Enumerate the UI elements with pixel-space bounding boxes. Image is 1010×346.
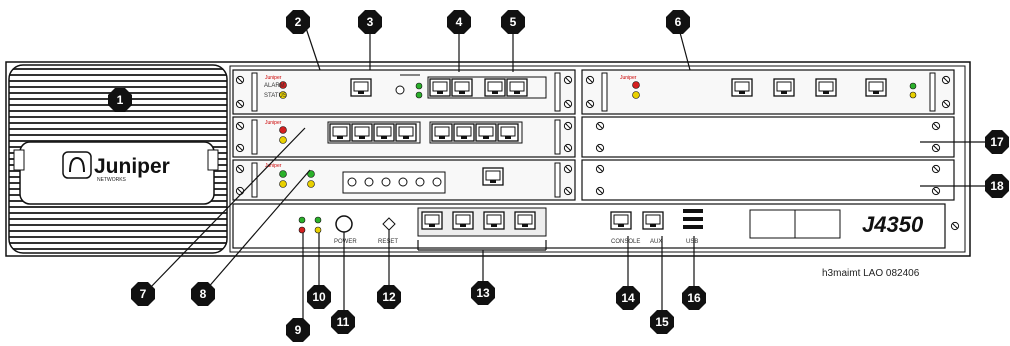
callout-4: 4: [447, 10, 471, 34]
svg-text:16: 16: [687, 291, 701, 305]
svg-text:Juniper: Juniper: [265, 163, 282, 169]
brand-subtitle: NETWORKS: [97, 177, 127, 183]
svg-text:12: 12: [382, 290, 396, 304]
juniper-logo-icon: [62, 151, 92, 179]
callout-3: 3: [358, 10, 382, 34]
svg-text:STATUS: STATUS: [264, 93, 287, 99]
front-bezel: Juniper NETWORKS: [8, 64, 228, 254]
svg-text:7: 7: [140, 287, 147, 301]
pim-slot-4: Juniper: [581, 69, 955, 115]
svg-text:ALARM: ALARM: [264, 83, 285, 89]
callout-2: 2: [286, 10, 310, 34]
svg-text:5: 5: [510, 15, 517, 29]
callout-10: 10: [307, 285, 331, 309]
callout-12: 12: [377, 285, 401, 309]
aux-label: AUX: [650, 239, 662, 245]
callout-17: 17: [985, 130, 1009, 154]
power-button[interactable]: [335, 215, 353, 233]
blank-slot-17: [581, 116, 955, 158]
svg-text:8: 8: [200, 287, 207, 301]
callout-7: 7: [131, 282, 155, 306]
bottom-panel: POWER RESET CONSOLE AUX USB J4350: [232, 203, 960, 249]
pim-slot-1: Juniper ALARM STATUS: [232, 69, 576, 115]
svg-text:9: 9: [295, 323, 302, 337]
svg-text:1: 1: [117, 93, 124, 107]
blank-slot-18: [581, 159, 955, 201]
svg-text:17: 17: [990, 135, 1004, 149]
svg-text:6: 6: [675, 15, 682, 29]
callout-5: 5: [501, 10, 525, 34]
svg-text:18: 18: [990, 179, 1004, 193]
svg-text:4: 4: [456, 15, 463, 29]
callout-9: 9: [286, 318, 310, 342]
power-label: POWER: [334, 239, 357, 245]
pim-slot-3: Juniper: [232, 159, 576, 201]
pim-slot-2: Juniper: [232, 116, 576, 158]
svg-text:13: 13: [476, 286, 490, 300]
ground-screw-icon: [950, 221, 960, 231]
callout-8: 8: [191, 282, 215, 306]
brand-name: Juniper: [94, 155, 170, 178]
svg-text:15: 15: [655, 315, 669, 329]
svg-text:3: 3: [367, 15, 374, 29]
callout-13: 13: [471, 281, 495, 305]
reset-label: RESET: [378, 239, 398, 245]
console-label: CONSOLE: [611, 239, 640, 245]
callout-16: 16: [682, 286, 706, 310]
usb-label: USB: [686, 239, 698, 245]
callout-6: 6: [666, 10, 690, 34]
callout-1: 1: [108, 88, 132, 112]
svg-text:Juniper: Juniper: [620, 75, 637, 81]
callout-18: 18: [985, 174, 1009, 198]
model-label: J4350: [862, 212, 924, 237]
caption: h3maimt LAO 082406: [822, 268, 920, 279]
callout-15: 15: [650, 310, 674, 334]
svg-text:Juniper: Juniper: [265, 120, 282, 126]
svg-text:10: 10: [312, 290, 326, 304]
callout-11: 11: [331, 310, 355, 334]
svg-text:11: 11: [337, 315, 350, 329]
pim-brand-1: Juniper: [265, 75, 282, 81]
callout-14: 14: [616, 286, 640, 310]
svg-text:14: 14: [621, 291, 635, 305]
svg-text:2: 2: [295, 15, 302, 29]
